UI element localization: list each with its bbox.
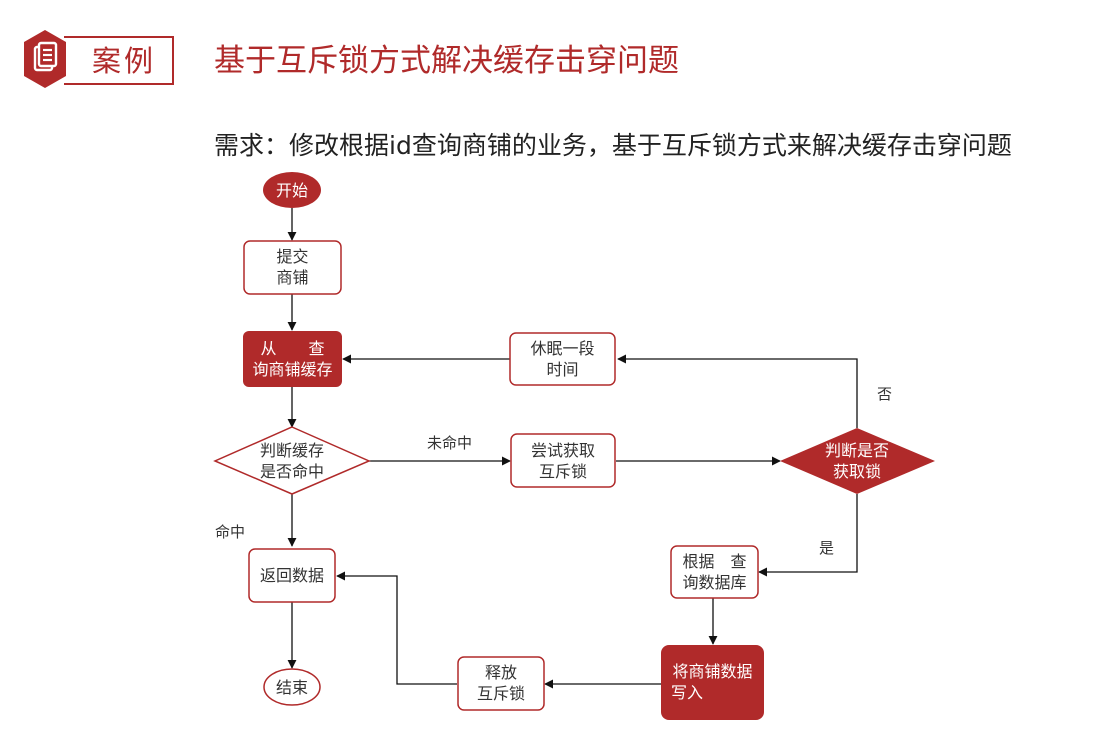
sleep-label: 休眠一段 时间 [510, 338, 615, 380]
judge-cache-node [213, 426, 371, 495]
page-title: 基于互斥锁方式解决缓存击穿问题 [214, 43, 679, 79]
edge-label-hit: 命中 [215, 523, 246, 541]
sleep-label-line2: 时间 [546, 360, 579, 379]
judge-cache-label: 判断缓存 是否命中 [245, 440, 339, 482]
return-data-label: 返回数据 [259, 566, 324, 585]
write-cache-label-line2: 写入 [671, 683, 704, 702]
end-node [263, 668, 321, 706]
sleep-node [509, 332, 616, 386]
write-cache-node [661, 645, 764, 720]
judge-lock-label: 判断是否 获取锁 [807, 440, 907, 482]
submit-label-line2: 商铺 [276, 268, 309, 287]
case-label-box [64, 36, 174, 85]
start-node [263, 172, 321, 208]
try-lock-label: 尝试获取 互斥锁 [511, 440, 615, 482]
query-db-node [670, 545, 759, 599]
submit-label: 提交 商铺 [244, 246, 341, 288]
write-cache-label-line1: 将商铺数据 [672, 662, 753, 681]
judge-cache-label-line1: 判断缓存 [259, 441, 324, 460]
judge-cache-label-line2: 是否命中 [259, 462, 324, 481]
query-db-label-line1: 根据 查 [682, 552, 747, 571]
requirement-text: 需求：修改根据id查询商铺的业务，基于互斥锁方式来解决缓存击穿问题 [214, 131, 1012, 160]
query-cache-label: 从 查 询商铺缓存 [243, 338, 342, 380]
query-db-label-line2: 询数据库 [682, 573, 747, 592]
edge-judgelock-querydb [758, 494, 858, 577]
judge-lock-node [780, 428, 935, 494]
release-lock-label-line2: 互斥锁 [476, 684, 525, 703]
start-label: 开始 [275, 181, 308, 200]
query-cache-label-line2: 询商铺缓存 [252, 360, 333, 379]
write-cache-label: 将商铺数据 写入 [661, 661, 764, 703]
edge-release-return [336, 571, 457, 685]
edge-judgelock-sleep [617, 354, 858, 428]
case-label: 案例 [92, 44, 157, 78]
judge-lock-label-line1: 判断是否 [824, 441, 889, 460]
document-icon [24, 30, 66, 88]
query-cache-label-line1: 从 查 [260, 339, 325, 358]
submit-node [243, 240, 342, 295]
submit-label-line1: 提交 [276, 247, 309, 266]
try-lock-label-line2: 互斥锁 [538, 462, 587, 481]
query-cache-node [243, 331, 342, 387]
edge-label-no: 否 [877, 385, 893, 403]
try-lock-label-line1: 尝试获取 [530, 441, 595, 460]
release-lock-node [457, 656, 545, 711]
sleep-label-line1: 休眠一段 [530, 339, 595, 358]
try-lock-node [510, 433, 616, 488]
return-data-node [248, 548, 336, 603]
query-db-label: 根据 查 询数据库 [671, 551, 758, 593]
release-lock-label: 释放 互斥锁 [458, 662, 544, 704]
end-label: 结束 [275, 678, 308, 697]
edge-label-miss: 未命中 [427, 434, 473, 452]
edge-label-yes: 是 [819, 539, 835, 557]
judge-lock-label-line2: 获取锁 [832, 462, 881, 481]
release-lock-label-line1: 释放 [484, 663, 517, 682]
